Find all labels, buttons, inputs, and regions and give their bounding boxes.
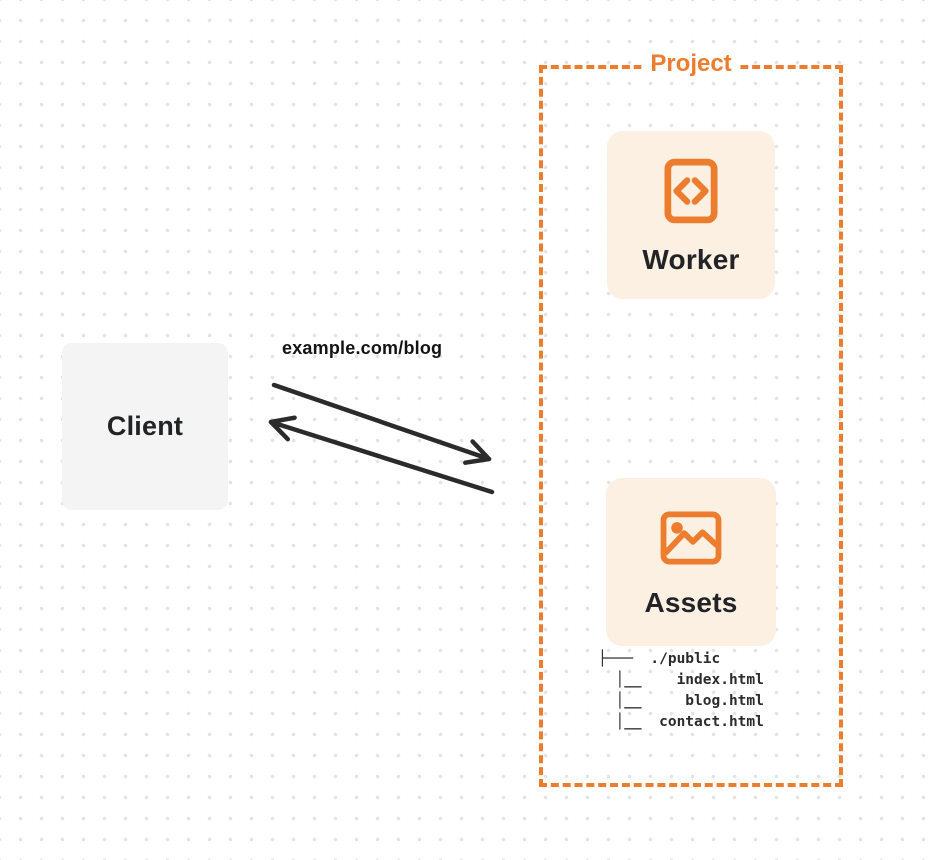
code-file-icon <box>664 158 718 224</box>
response-arrow <box>268 415 495 495</box>
client-card: Client <box>62 343 228 510</box>
assets-file-tree: ├─── ./public │__ index.html │__ blog.ht… <box>598 651 764 730</box>
worker-label: Worker <box>642 244 740 275</box>
assets-card: Assets <box>606 478 776 646</box>
assets-label: Assets <box>644 587 738 618</box>
project-label: Project <box>641 50 741 78</box>
project-container: Project Worker Assets ├─── ./public │__ … <box>539 50 843 787</box>
request-arrow <box>271 382 492 465</box>
worker-card: Worker <box>607 131 775 299</box>
image-icon <box>660 511 722 565</box>
request-url-label: example.com/blog <box>282 338 443 358</box>
client-label: Client <box>106 411 184 441</box>
